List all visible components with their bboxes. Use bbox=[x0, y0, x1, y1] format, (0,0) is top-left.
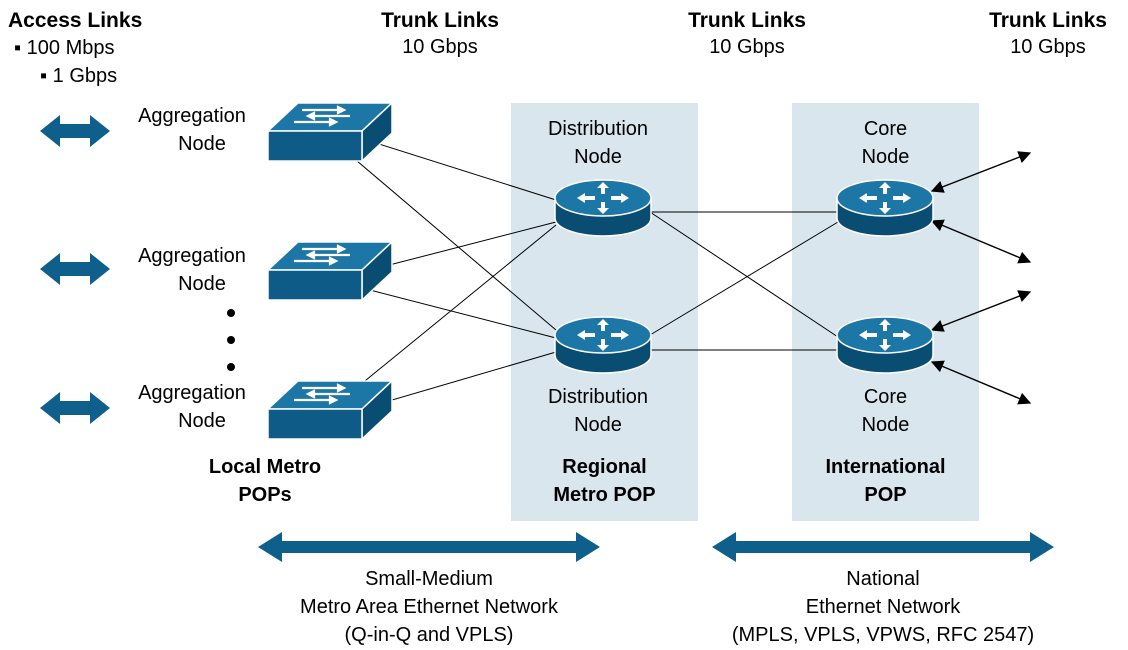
access-link-arrow-1 bbox=[40, 115, 110, 147]
national-network-caption-line2: Ethernet Network bbox=[805, 596, 961, 618]
distribution-router-icon-bottom bbox=[554, 316, 652, 374]
distribution-node-label-bottom-line2: Node bbox=[574, 414, 622, 436]
metro-network-caption-line3: (Q-in-Q and VPLS) bbox=[344, 624, 514, 646]
more-nodes-dots bbox=[227, 309, 235, 371]
aggregation-node-label-3: Aggregation Node bbox=[118, 379, 266, 435]
access-speed-1gbps: ▪ 1 Gbps bbox=[40, 65, 118, 87]
access-links-title: Access Links bbox=[8, 9, 143, 32]
trunk-links-header-2: Trunk Links 10 Gbps bbox=[662, 8, 832, 60]
trunk-links-speed-3: 10 Gbps bbox=[1010, 36, 1086, 58]
trunk-links-title-3: Trunk Links bbox=[989, 9, 1107, 32]
international-pop-label-line1: International bbox=[825, 456, 946, 478]
trunk-links-speed-1: 10 Gbps bbox=[402, 36, 478, 58]
distribution-node-label-top: Distribution Node bbox=[511, 115, 685, 171]
distribution-node-label-top-line1: Distribution bbox=[547, 118, 649, 140]
core-node-label-bottom: Core Node bbox=[792, 383, 979, 439]
aggregation-node-label-2-line2: Node bbox=[178, 273, 226, 295]
trunk-links-title-2: Trunk Links bbox=[688, 9, 806, 32]
national-network-caption: National Ethernet Network (MPLS, VPLS, V… bbox=[683, 565, 1083, 649]
national-network-caption-line1: National bbox=[846, 568, 920, 590]
international-pop-label: International POP bbox=[792, 453, 979, 509]
aggregation-node-label-1: Aggregation Node bbox=[118, 102, 266, 158]
aggregation-node-label-2: Aggregation Node bbox=[118, 242, 266, 298]
local-metro-pops-label: Local Metro POPs bbox=[180, 453, 350, 509]
aggregation-node-label-2-line1: Aggregation bbox=[138, 245, 246, 267]
regional-metro-pop-label: Regional Metro POP bbox=[511, 453, 698, 509]
distribution-node-label-bottom-line1: Distribution bbox=[547, 386, 649, 408]
trunk-links-title-1: Trunk Links bbox=[381, 9, 499, 32]
aggregation-node-label-1-line2: Node bbox=[178, 133, 226, 155]
aggregation-node-label-1-line1: Aggregation bbox=[138, 105, 246, 127]
metro-network-span-arrow bbox=[258, 532, 600, 562]
trunk-links-speed-2: 10 Gbps bbox=[709, 36, 785, 58]
core-node-label-top: Core Node bbox=[792, 115, 979, 171]
national-network-caption-line3: (MPLS, VPLS, VPWS, RFC 2547) bbox=[731, 624, 1035, 646]
local-metro-pops-label-line2: POPs bbox=[238, 484, 292, 506]
core-router-icon-bottom bbox=[836, 316, 934, 374]
metro-network-caption-line1: Small-Medium bbox=[365, 568, 493, 590]
regional-pop-panel bbox=[511, 103, 698, 521]
access-link-arrow-3 bbox=[40, 392, 110, 424]
aggregation-node-label-3-line2: Node bbox=[178, 410, 226, 432]
core-router-icon-top bbox=[836, 179, 934, 237]
metro-network-caption-line2: Metro Area Ethernet Network bbox=[300, 596, 558, 618]
international-pop-label-line2: POP bbox=[864, 484, 907, 506]
access-link-arrow-2 bbox=[40, 253, 110, 285]
local-metro-pops-label-line1: Local Metro bbox=[208, 456, 322, 478]
distribution-node-label-top-line2: Node bbox=[574, 146, 622, 168]
access-speed-100mbps: ▪ 100 Mbps bbox=[14, 37, 115, 59]
distribution-router-icon-top bbox=[554, 179, 652, 237]
trunk-links-header-1: Trunk Links 10 Gbps bbox=[355, 8, 525, 60]
trunk-links-header-3: Trunk Links 10 Gbps bbox=[968, 8, 1128, 60]
distribution-node-label-bottom: Distribution Node bbox=[511, 383, 685, 439]
trunk-link-lines bbox=[349, 137, 839, 406]
aggregation-node-label-3-line1: Aggregation bbox=[138, 382, 246, 404]
core-node-label-bottom-line2: Node bbox=[861, 414, 910, 436]
aggregation-switch-icon-1 bbox=[266, 101, 394, 163]
regional-metro-pop-label-line1: Regional bbox=[562, 456, 647, 478]
core-node-label-top-line2: Node bbox=[861, 146, 910, 168]
metro-network-caption: Small-Medium Metro Area Ethernet Network… bbox=[229, 565, 629, 649]
regional-metro-pop-label-line2: Metro POP bbox=[553, 484, 656, 506]
core-node-label-bottom-line1: Core bbox=[863, 386, 908, 408]
core-node-label-top-line1: Core bbox=[863, 118, 908, 140]
national-network-span-arrow bbox=[712, 532, 1054, 562]
core-uplink-arrows bbox=[930, 151, 1032, 405]
aggregation-switch-icon-3 bbox=[266, 379, 394, 441]
